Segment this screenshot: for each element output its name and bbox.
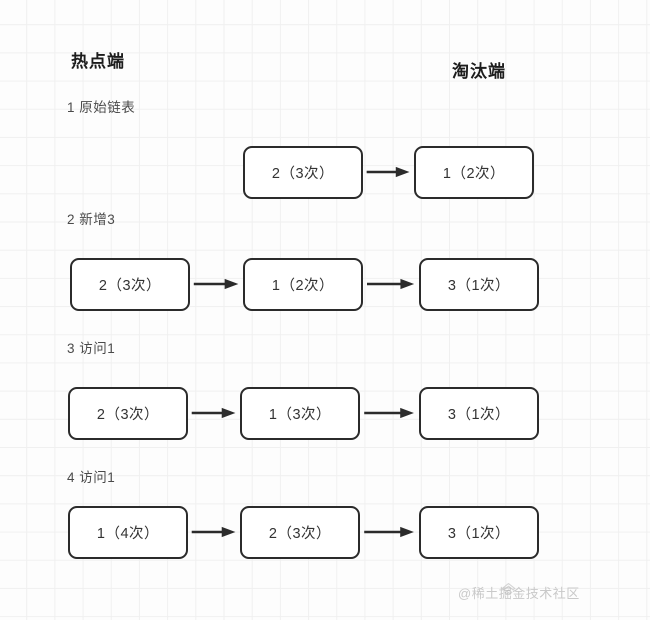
arrow-step4-1 xyxy=(191,526,236,538)
step-label-1: 1 原始链表 xyxy=(67,100,136,115)
arrow-step2-2 xyxy=(367,278,415,290)
watermark-text: @稀土掘金技术社区 xyxy=(458,586,580,601)
step-label-3: 3 访问1 xyxy=(67,341,116,356)
arrow-step4-2 xyxy=(364,526,414,538)
node-step2-slot0: 2（3次） xyxy=(70,258,190,311)
arrow-step2-1 xyxy=(193,278,239,290)
step-label-2: 2 新增3 xyxy=(67,212,116,227)
step-label-4: 4 访问1 xyxy=(67,470,116,485)
node-step4-slot0: 1（4次） xyxy=(68,506,188,559)
column-header-hot-end: 热点端 xyxy=(71,52,125,71)
juejin-logo-icon xyxy=(501,582,516,595)
node-step2-slot1: 1（2次） xyxy=(243,258,363,311)
node-step2-slot2: 3（1次） xyxy=(419,258,539,311)
node-step1-slot2: 1（2次） xyxy=(414,146,534,199)
node-step1-slot1: 2（3次） xyxy=(243,146,363,199)
arrow-step1-1 xyxy=(366,166,410,178)
node-step3-slot1: 1（3次） xyxy=(240,387,360,440)
node-step4-slot1: 2（3次） xyxy=(240,506,360,559)
node-step3-slot2: 3（1次） xyxy=(419,387,539,440)
node-step3-slot0: 2（3次） xyxy=(68,387,188,440)
column-header-evict-end: 淘汰端 xyxy=(452,62,506,81)
node-step4-slot2: 3（1次） xyxy=(419,506,539,559)
arrow-step3-1 xyxy=(191,407,236,419)
arrow-step3-2 xyxy=(364,407,414,419)
watermark: @稀土掘金技术社区 xyxy=(458,582,580,602)
